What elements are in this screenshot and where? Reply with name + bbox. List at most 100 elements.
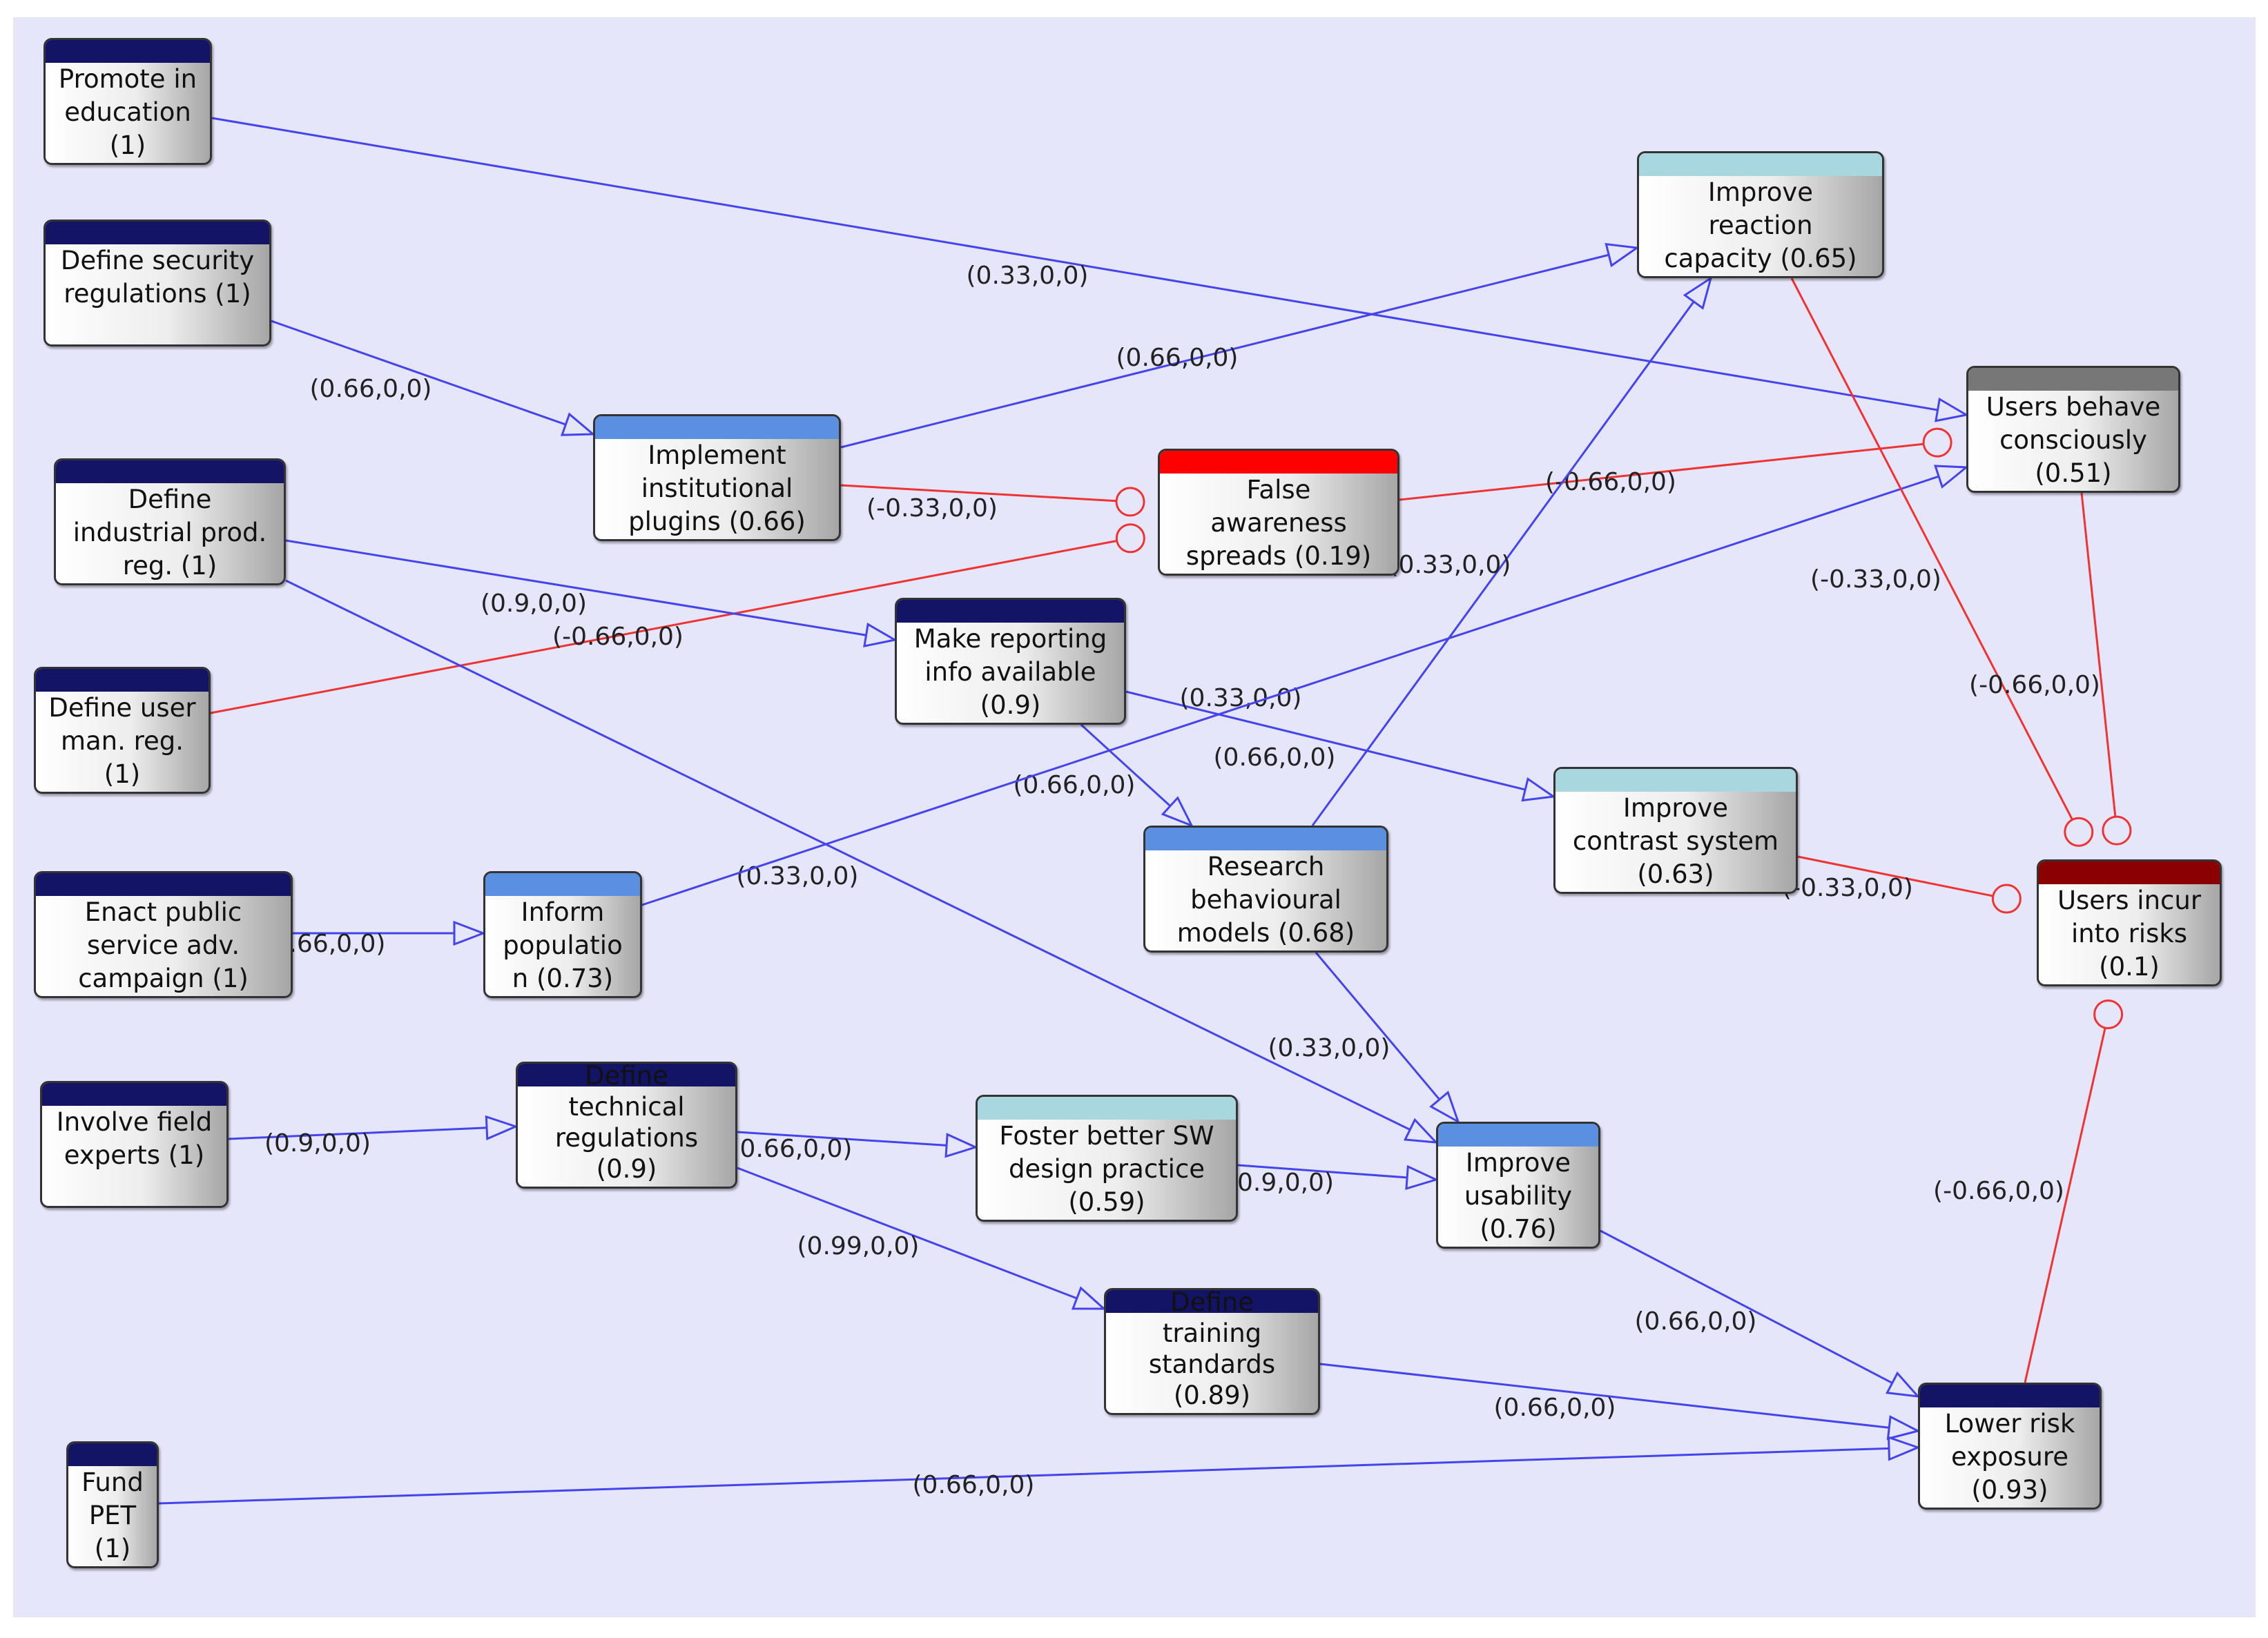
inhibitor-circle-icon (1991, 884, 2022, 914)
node-label: Implement institutional plugins (0.66) (628, 440, 806, 536)
edge-false-aw-to-users-behave[interactable]: (-0.66,0,0) (1399, 427, 1952, 501)
node-lower-risk[interactable]: Lower risk exposure (0.93) (1918, 1383, 2102, 1510)
edge-line (1125, 690, 1529, 792)
node-improve-react[interactable]: Improve reaction capacity (0.65) (1637, 151, 1884, 278)
edge-involve-to-define-tech[interactable]: (0.9,0,0) (228, 1115, 519, 1158)
node-define-user[interactable]: Define user man. reg. (1) (34, 667, 211, 794)
arrowhead-icon (1887, 1436, 1921, 1461)
node-inform[interactable]: Inform populatio n (0.73) (483, 871, 642, 998)
node-label: Inform populatio n (0.73) (503, 897, 623, 993)
node-header (1145, 828, 1386, 850)
edge-weight-label: (-0.66,0,0) (1969, 671, 2100, 699)
node-implement[interactable]: Implement institutional plugins (0.66) (593, 414, 841, 541)
node-make-report[interactable]: Make reporting info available (0.9) (895, 598, 1126, 725)
edge-implement-to-improve-react[interactable]: (0.66,0,0) (840, 242, 1640, 449)
node-define-train[interactable]: Define training standards (0.89) (1104, 1288, 1320, 1415)
edge-make-report-to-research[interactable]: (0.66,0,0) (1014, 723, 1194, 828)
node-label: Define training standards (0.89) (1148, 1288, 1276, 1410)
arrowhead-icon (1933, 465, 1970, 489)
inhibitor-circle-icon (2064, 817, 2094, 847)
arrowhead-icon (863, 623, 898, 647)
edge-research-to-improve-usab[interactable]: (0.33,0,0) (1268, 952, 1460, 1124)
node-label: Make reporting info available (0.9) (913, 624, 1107, 720)
arrowhead-icon (1429, 1091, 1460, 1124)
node-define-tech[interactable]: Define technical regulations (0.9) (516, 1062, 737, 1189)
edge-weight-label: (-0.33,0,0) (1782, 874, 1913, 902)
node-header (36, 669, 209, 692)
node-promote[interactable]: Promote in education (1) (43, 38, 212, 165)
node-label: Involve field experts (1) (56, 1107, 213, 1170)
node-label: Improve reaction capacity (0.65) (1664, 177, 1857, 273)
node-users-incur[interactable]: Users incur into risks (0.1) (2037, 859, 2222, 986)
node-users-behave[interactable]: Users behave consciously (0.51) (1966, 366, 2180, 493)
edge-weight-label: (0.9,0,0) (481, 589, 587, 618)
edge-define-user-to-false-aw[interactable]: (-0.66,0,0) (210, 523, 1145, 714)
node-header (897, 600, 1124, 623)
edge-weight-label: (0.66,0,0) (730, 1135, 853, 1163)
node-header (1438, 1124, 1598, 1147)
node-improve-contrast[interactable]: Improve contrast system (0.63) (1553, 767, 1798, 894)
node-research[interactable]: Research behavioural models (0.68) (1143, 826, 1388, 953)
edge-fund-to-lower-risk[interactable]: (0.66,0,0) (158, 1436, 1921, 1505)
edge-line (1790, 277, 2073, 821)
edge-weight-label: (-0.66,0,0) (1545, 468, 1676, 496)
edge-define-train-to-lower-risk[interactable]: (0.66,0,0) (1319, 1363, 1921, 1441)
node-header (42, 1083, 226, 1106)
node-header (1920, 1385, 2100, 1407)
arrowhead-icon (1071, 1286, 1107, 1310)
node-label: Foster better SW design practice (0.59) (999, 1121, 1214, 1217)
edge-improve-react-to-users-incur[interactable]: (-0.33,0,0) (1790, 277, 2094, 847)
node-header (1639, 153, 1882, 176)
node-improve-usab[interactable]: Improve usability (0.76) (1436, 1122, 1600, 1249)
node-foster[interactable]: Foster better SW design practice (0.59) (976, 1095, 1238, 1222)
edge-line (840, 484, 1117, 503)
edge-line (271, 320, 569, 427)
edge-make-report-to-improve-contrast[interactable]: (0.33,0,0) (1125, 684, 1557, 802)
edge-weight-label: (0.33,0,0) (1268, 1034, 1390, 1062)
edge-define-tech-to-foster[interactable]: (0.66,0,0) (730, 1131, 979, 1163)
arrowhead-icon (1683, 275, 1713, 310)
node-involve[interactable]: Involve field experts (1) (40, 1081, 229, 1208)
edge-inform-to-users-behave[interactable]: (0.66,0,0) (641, 465, 1970, 906)
node-false-aw[interactable]: False awareness spreads (0.19) (1158, 449, 1399, 576)
edge-foster-to-improve-usab[interactable]: (0.9,0,0) (1228, 1164, 1440, 1197)
edge-improve-contrast-to-users-incur[interactable]: (-0.33,0,0) (1782, 855, 2022, 914)
node-define-sec[interactable]: Define security regulations (1) (43, 220, 271, 347)
node-header (978, 1097, 1236, 1120)
edge-define-ind-to-make-report[interactable]: (0.9,0,0) (285, 539, 898, 647)
arrowhead-icon (1161, 796, 1194, 828)
node-label: Define security regulations (1) (60, 246, 255, 309)
edge-define-ind-to-improve-usab[interactable]: (0.33,0,0) (285, 579, 1439, 1144)
edge-line (228, 1127, 490, 1140)
node-label: Define technical regulations (0.9) (554, 1062, 699, 1184)
node-enact[interactable]: Enact public service adv. campaign (1) (34, 871, 293, 998)
edge-line (1080, 723, 1173, 809)
node-header (56, 460, 284, 483)
node-define-ind[interactable]: Define industrial prod. reg. (1) (54, 458, 286, 585)
edge-define-sec-to-implement[interactable]: (0.66,0,0) (271, 320, 596, 436)
edge-users-behave-to-users-incur[interactable]: (-0.66,0,0) (1969, 492, 2132, 846)
edge-line (2024, 1027, 2106, 1383)
edge-research-to-improve-react[interactable]: (0.33,0,0) (1311, 275, 1713, 826)
node-label: Improve contrast system (0.63) (1572, 793, 1779, 889)
node-label: Users behave consciously (0.51) (1986, 392, 2161, 488)
node-label: Fund PET (1) (81, 1468, 144, 1563)
edge-weight-label: (0.99,0,0) (797, 1232, 920, 1260)
node-label: Promote in education (1) (58, 64, 197, 160)
node-fund[interactable]: Fund PET (1) (66, 1441, 159, 1568)
edge-improve-usab-to-lower-risk[interactable]: (0.66,0,0) (1600, 1229, 1921, 1398)
edge-promote-to-users-behave[interactable]: (0.33,0,0) (211, 117, 1970, 422)
edge-implement-to-false-aw[interactable]: (-0.33,0,0) (840, 484, 1145, 523)
inhibitor-circle-icon (2093, 1000, 2124, 1030)
edge-weight-label: (0.66,0,0) (310, 375, 432, 403)
edge-lower-risk-to-users-incur[interactable]: (-0.66,0,0) (1933, 1000, 2124, 1383)
edge-line (737, 1167, 1080, 1300)
node-header (518, 1064, 735, 1086)
edge-weight-label: (0.33,0,0) (967, 262, 1089, 290)
node-label: Users incur into risks (0.1) (2057, 886, 2202, 982)
edge-define-tech-to-define-train[interactable]: (0.99,0,0) (737, 1167, 1107, 1310)
edge-enact-to-inform[interactable]: (0.66,0,0) (264, 920, 487, 958)
node-header (46, 222, 269, 244)
node-label: Improve usability (0.76) (1464, 1148, 1573, 1244)
